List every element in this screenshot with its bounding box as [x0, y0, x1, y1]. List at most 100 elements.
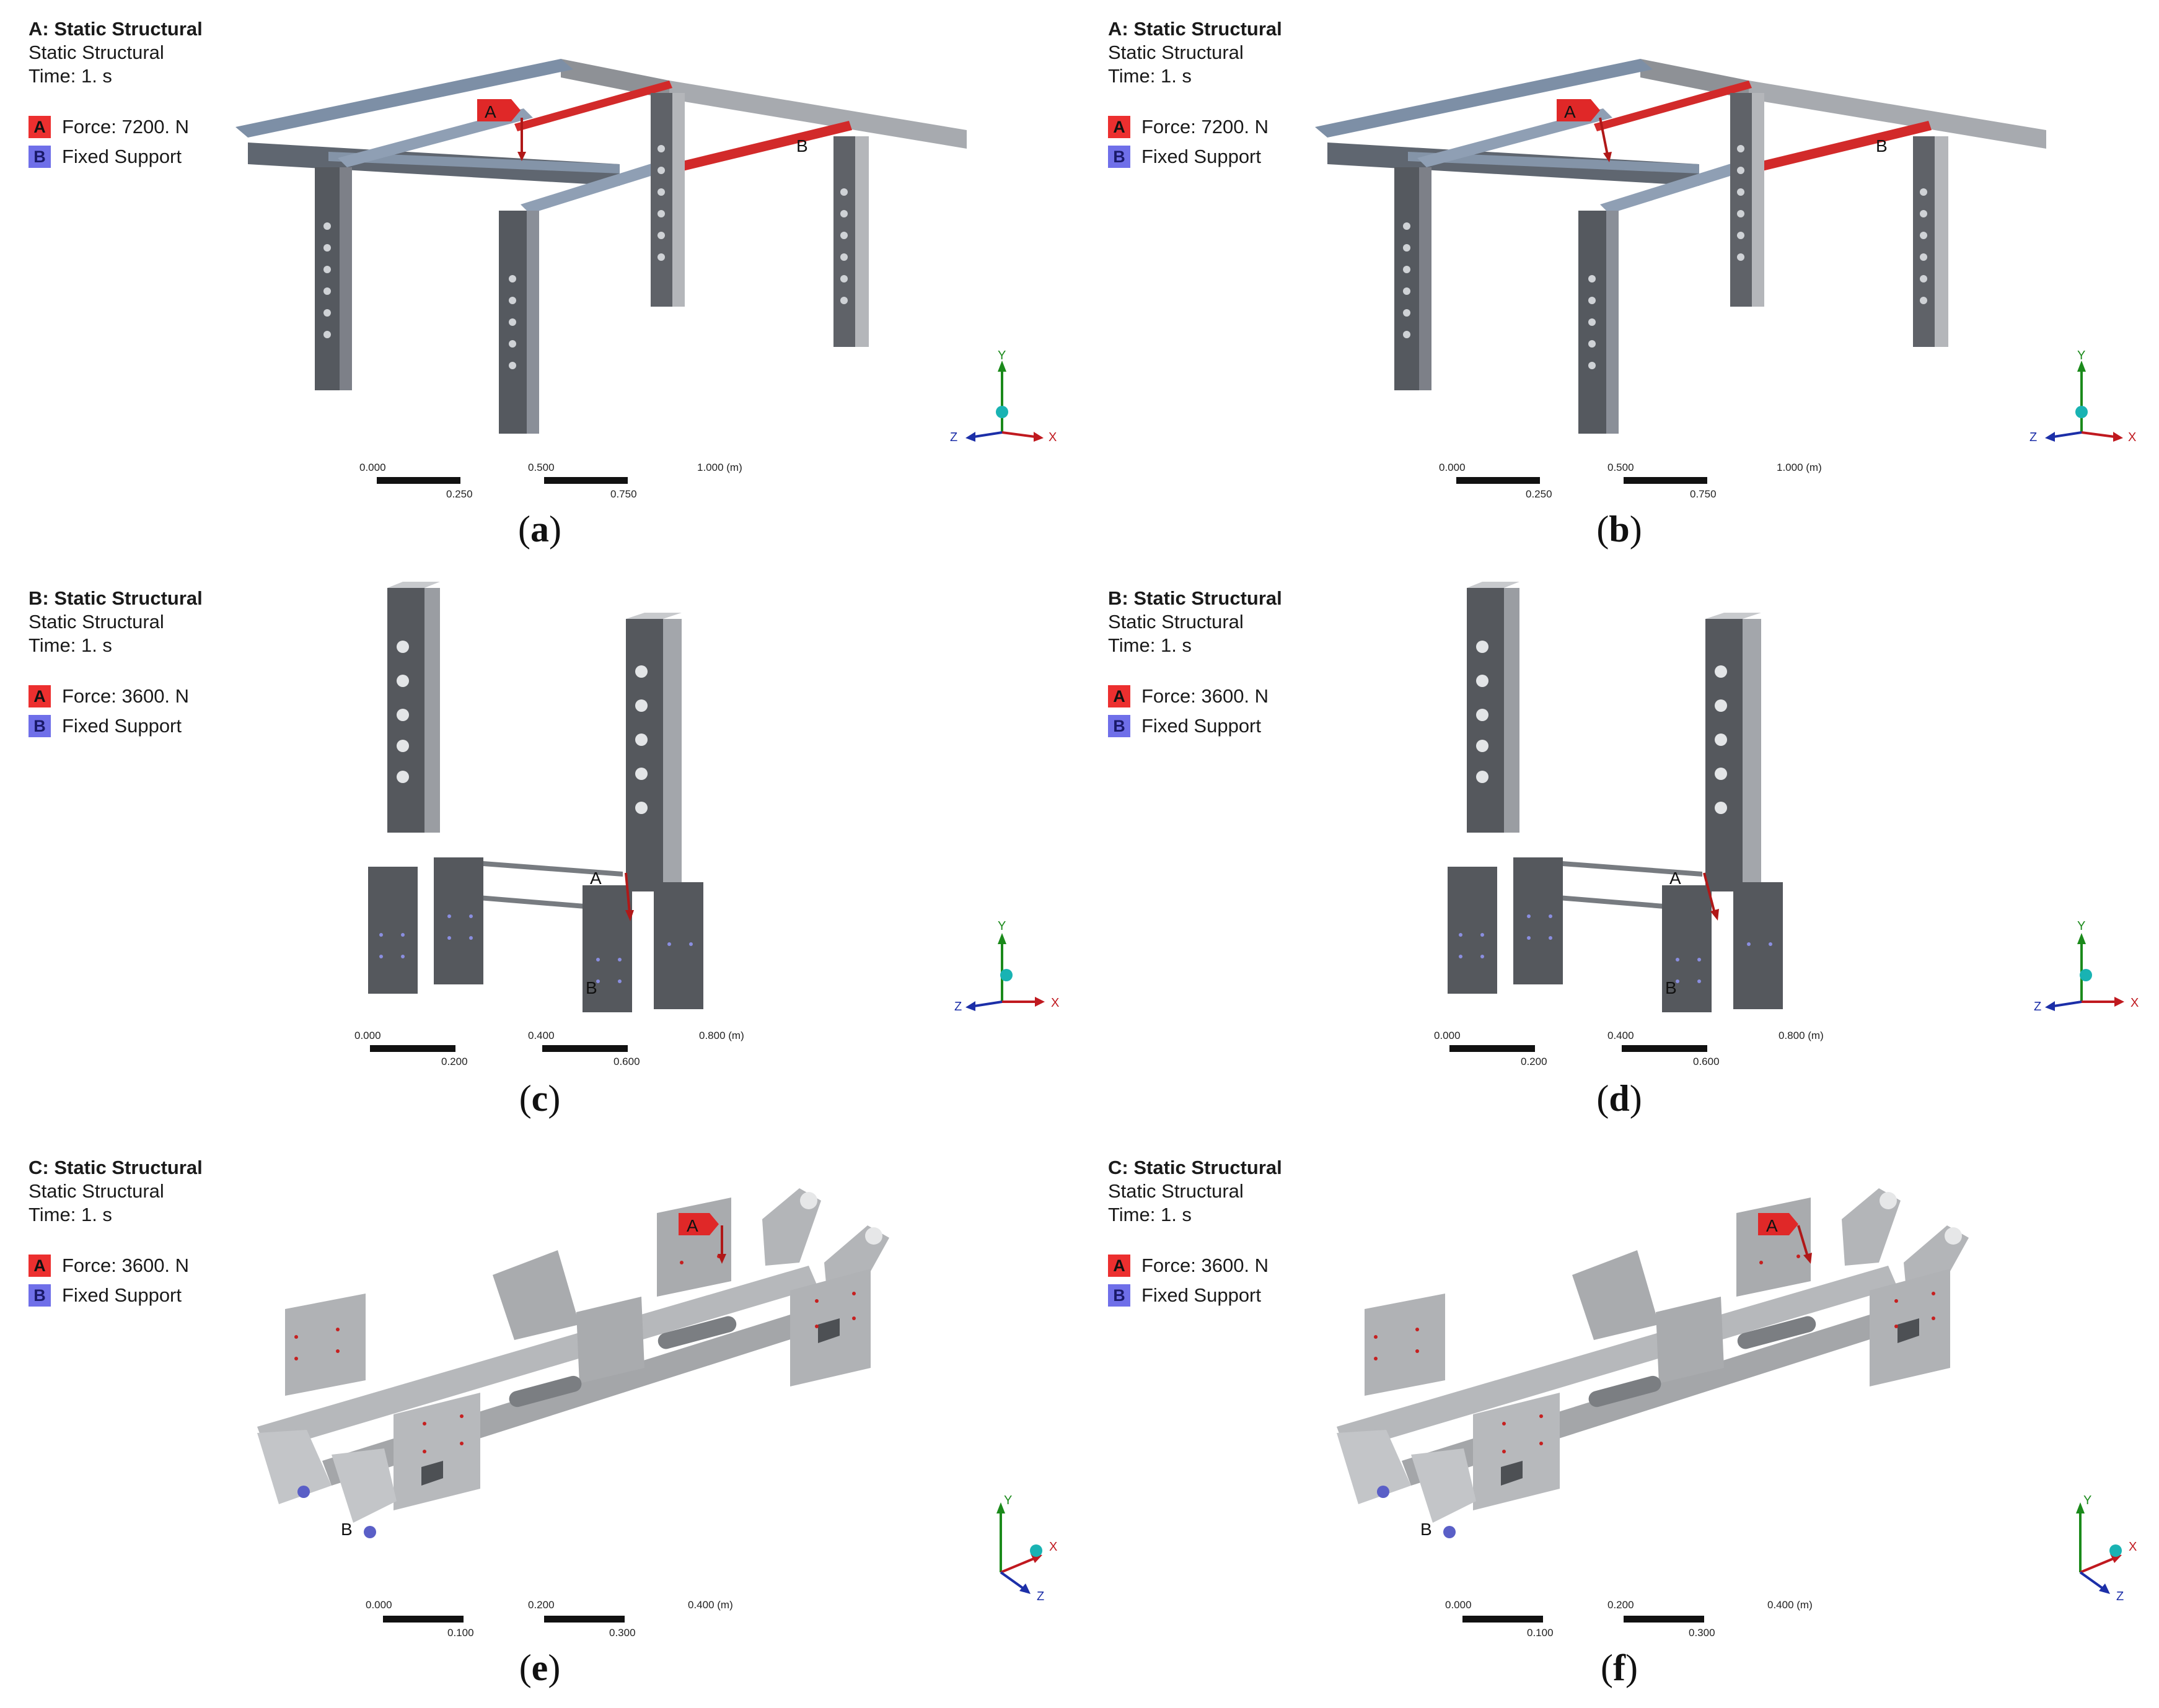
analysis-title: A: Static Structural	[29, 18, 203, 40]
svg-text:Z: Z	[950, 431, 957, 444]
support-marker-label: B	[796, 136, 808, 155]
analysis-subtitle: Static Structural	[1108, 42, 1244, 63]
svg-text:Z: Z	[1037, 1590, 1044, 1603]
svg-text:Y: Y	[998, 349, 1006, 362]
coordinate-triad: Y X Z	[2034, 919, 2139, 1014]
beam	[669, 81, 967, 149]
legend: A: Static Structural Static Structural T…	[1108, 17, 1282, 169]
svg-text:0.300: 0.300	[609, 1627, 636, 1639]
beam	[235, 59, 573, 138]
analysis-subtitle: Static Structural	[29, 1180, 164, 1202]
scale-label: 0.000	[359, 462, 386, 473]
force-marker	[1758, 1213, 1798, 1235]
analysis-time: Time: 1. s	[1108, 65, 1192, 87]
caption: (f)	[1601, 1647, 1638, 1688]
force-marker	[1557, 99, 1600, 121]
support-marker-label: B	[586, 978, 597, 997]
scale-bar-segment	[1449, 1045, 1535, 1052]
legend: B: Static Structural Static Structural T…	[29, 587, 203, 738]
svg-text:X: X	[1051, 996, 1059, 1010]
leg	[315, 167, 340, 390]
force-marker-label: A	[485, 102, 496, 121]
svg-text:0.300: 0.300	[1689, 1627, 1715, 1639]
svg-text:0.800 (m): 0.800 (m)	[1779, 1030, 1824, 1041]
force-arrowhead	[517, 152, 526, 161]
support-marker-label: B	[1665, 978, 1677, 997]
coordinate-triad: Y X Z	[2076, 1494, 2137, 1603]
svg-text:0.200: 0.200	[528, 1599, 555, 1611]
coordinate-triad: Y X Z	[954, 919, 1059, 1014]
leg-holes	[323, 145, 848, 369]
support-marker-label: B	[1876, 136, 1888, 155]
force-arrow	[1599, 117, 1609, 155]
force-marker	[679, 1213, 719, 1235]
leg	[527, 211, 539, 434]
analysis-title: B: Static Structural	[29, 587, 203, 609]
svg-text:0.000: 0.000	[1445, 1599, 1472, 1611]
svg-text:0.200: 0.200	[1607, 1599, 1634, 1611]
svg-text:0.200: 0.200	[441, 1056, 468, 1067]
analysis-time: Time: 1. s	[29, 65, 112, 87]
analysis-time: Time: 1. s	[1108, 634, 1192, 656]
analysis-time: Time: 1. s	[29, 1204, 112, 1225]
leg	[340, 167, 352, 390]
legend: B: Static Structural Static Structural T…	[1108, 587, 1282, 738]
svg-text:0.750: 0.750	[1690, 488, 1717, 500]
bracket-model-f: A B 0.000 0.200 0.400 (m) 0.100 0.300 Y …	[1337, 1188, 2137, 1639]
svg-text:X: X	[1049, 431, 1057, 444]
svg-text:X: X	[2129, 1540, 2137, 1554]
beam	[328, 152, 620, 173]
scale-label: 0.750	[610, 488, 637, 500]
analysis-title: C: Static Structural	[1108, 1157, 1282, 1178]
svg-text:X: X	[2128, 431, 2136, 444]
leg	[855, 136, 869, 347]
stand-model-d: A B 0.000 0.400 0.800 (m) 0.200 0.600 Y …	[1434, 582, 2139, 1067]
support-marker-label: B	[341, 1520, 353, 1539]
analysis-subtitle: Static Structural	[1108, 1180, 1244, 1202]
force-arrow	[625, 872, 631, 914]
force-marker-label: A	[687, 1216, 698, 1235]
analysis-title: A: Static Structural	[1108, 18, 1282, 40]
panel-a: A B 0.000 0.500 1.000 (m) 0.250 0.750 Y …	[0, 0, 1080, 569]
scale-bar-segment	[1462, 1616, 1543, 1623]
stand-model-c: A B 0.000 0.400 0.800 (m) 0.200 0.600 Y …	[354, 582, 1059, 1067]
coordinate-triad: Y X Z	[2029, 349, 2136, 444]
svg-text:0.400 (m): 0.400 (m)	[688, 1599, 733, 1611]
svg-text:0.400: 0.400	[528, 1030, 555, 1041]
beam	[338, 108, 533, 167]
svg-text:0.250: 0.250	[1526, 488, 1552, 500]
svg-text:Z: Z	[2116, 1590, 2124, 1603]
svg-text:Y: Y	[2077, 349, 2085, 362]
panel-c: A B 0.000 0.400 0.800 (m) 0.200 0.600 Y …	[0, 569, 1080, 1139]
scale-label: 0.500	[528, 462, 555, 473]
panel-e: A B 0.000 0.200 0.400 (m) 0.100 0.300 Y …	[0, 1139, 1080, 1708]
scale-bar-segment	[1456, 477, 1540, 484]
svg-text:X: X	[1049, 1540, 1057, 1554]
analysis-time: Time: 1. s	[29, 634, 112, 656]
force-highlight	[1736, 121, 1932, 177]
scale-label: 1.000 (m)	[697, 462, 742, 473]
scale-label: 0.250	[446, 488, 473, 500]
svg-text:Y: Y	[2077, 919, 2085, 933]
svg-text:0.400 (m): 0.400 (m)	[1767, 1599, 1813, 1611]
scale-bar-segment	[370, 1045, 455, 1052]
leg	[651, 93, 672, 307]
force-highlight	[514, 81, 672, 131]
scale-bar-segment	[1622, 1045, 1707, 1052]
panel-b: A B 0.000 0.500 1.000 (m) 0.250 0.750 Y …	[1080, 0, 2159, 569]
analysis-subtitle: Static Structural	[29, 611, 164, 633]
frame-model-b: A B 0.000 0.500 1.000 (m) 0.250 0.750 Y …	[1315, 59, 2136, 500]
support-marker-label: B	[1420, 1520, 1432, 1539]
force-marker-label: A	[1766, 1216, 1778, 1235]
scale-bar-segment	[544, 477, 628, 484]
scale-bar-segment	[1624, 477, 1707, 484]
svg-text:0.600: 0.600	[613, 1056, 640, 1067]
svg-text:0.200: 0.200	[1521, 1056, 1547, 1067]
